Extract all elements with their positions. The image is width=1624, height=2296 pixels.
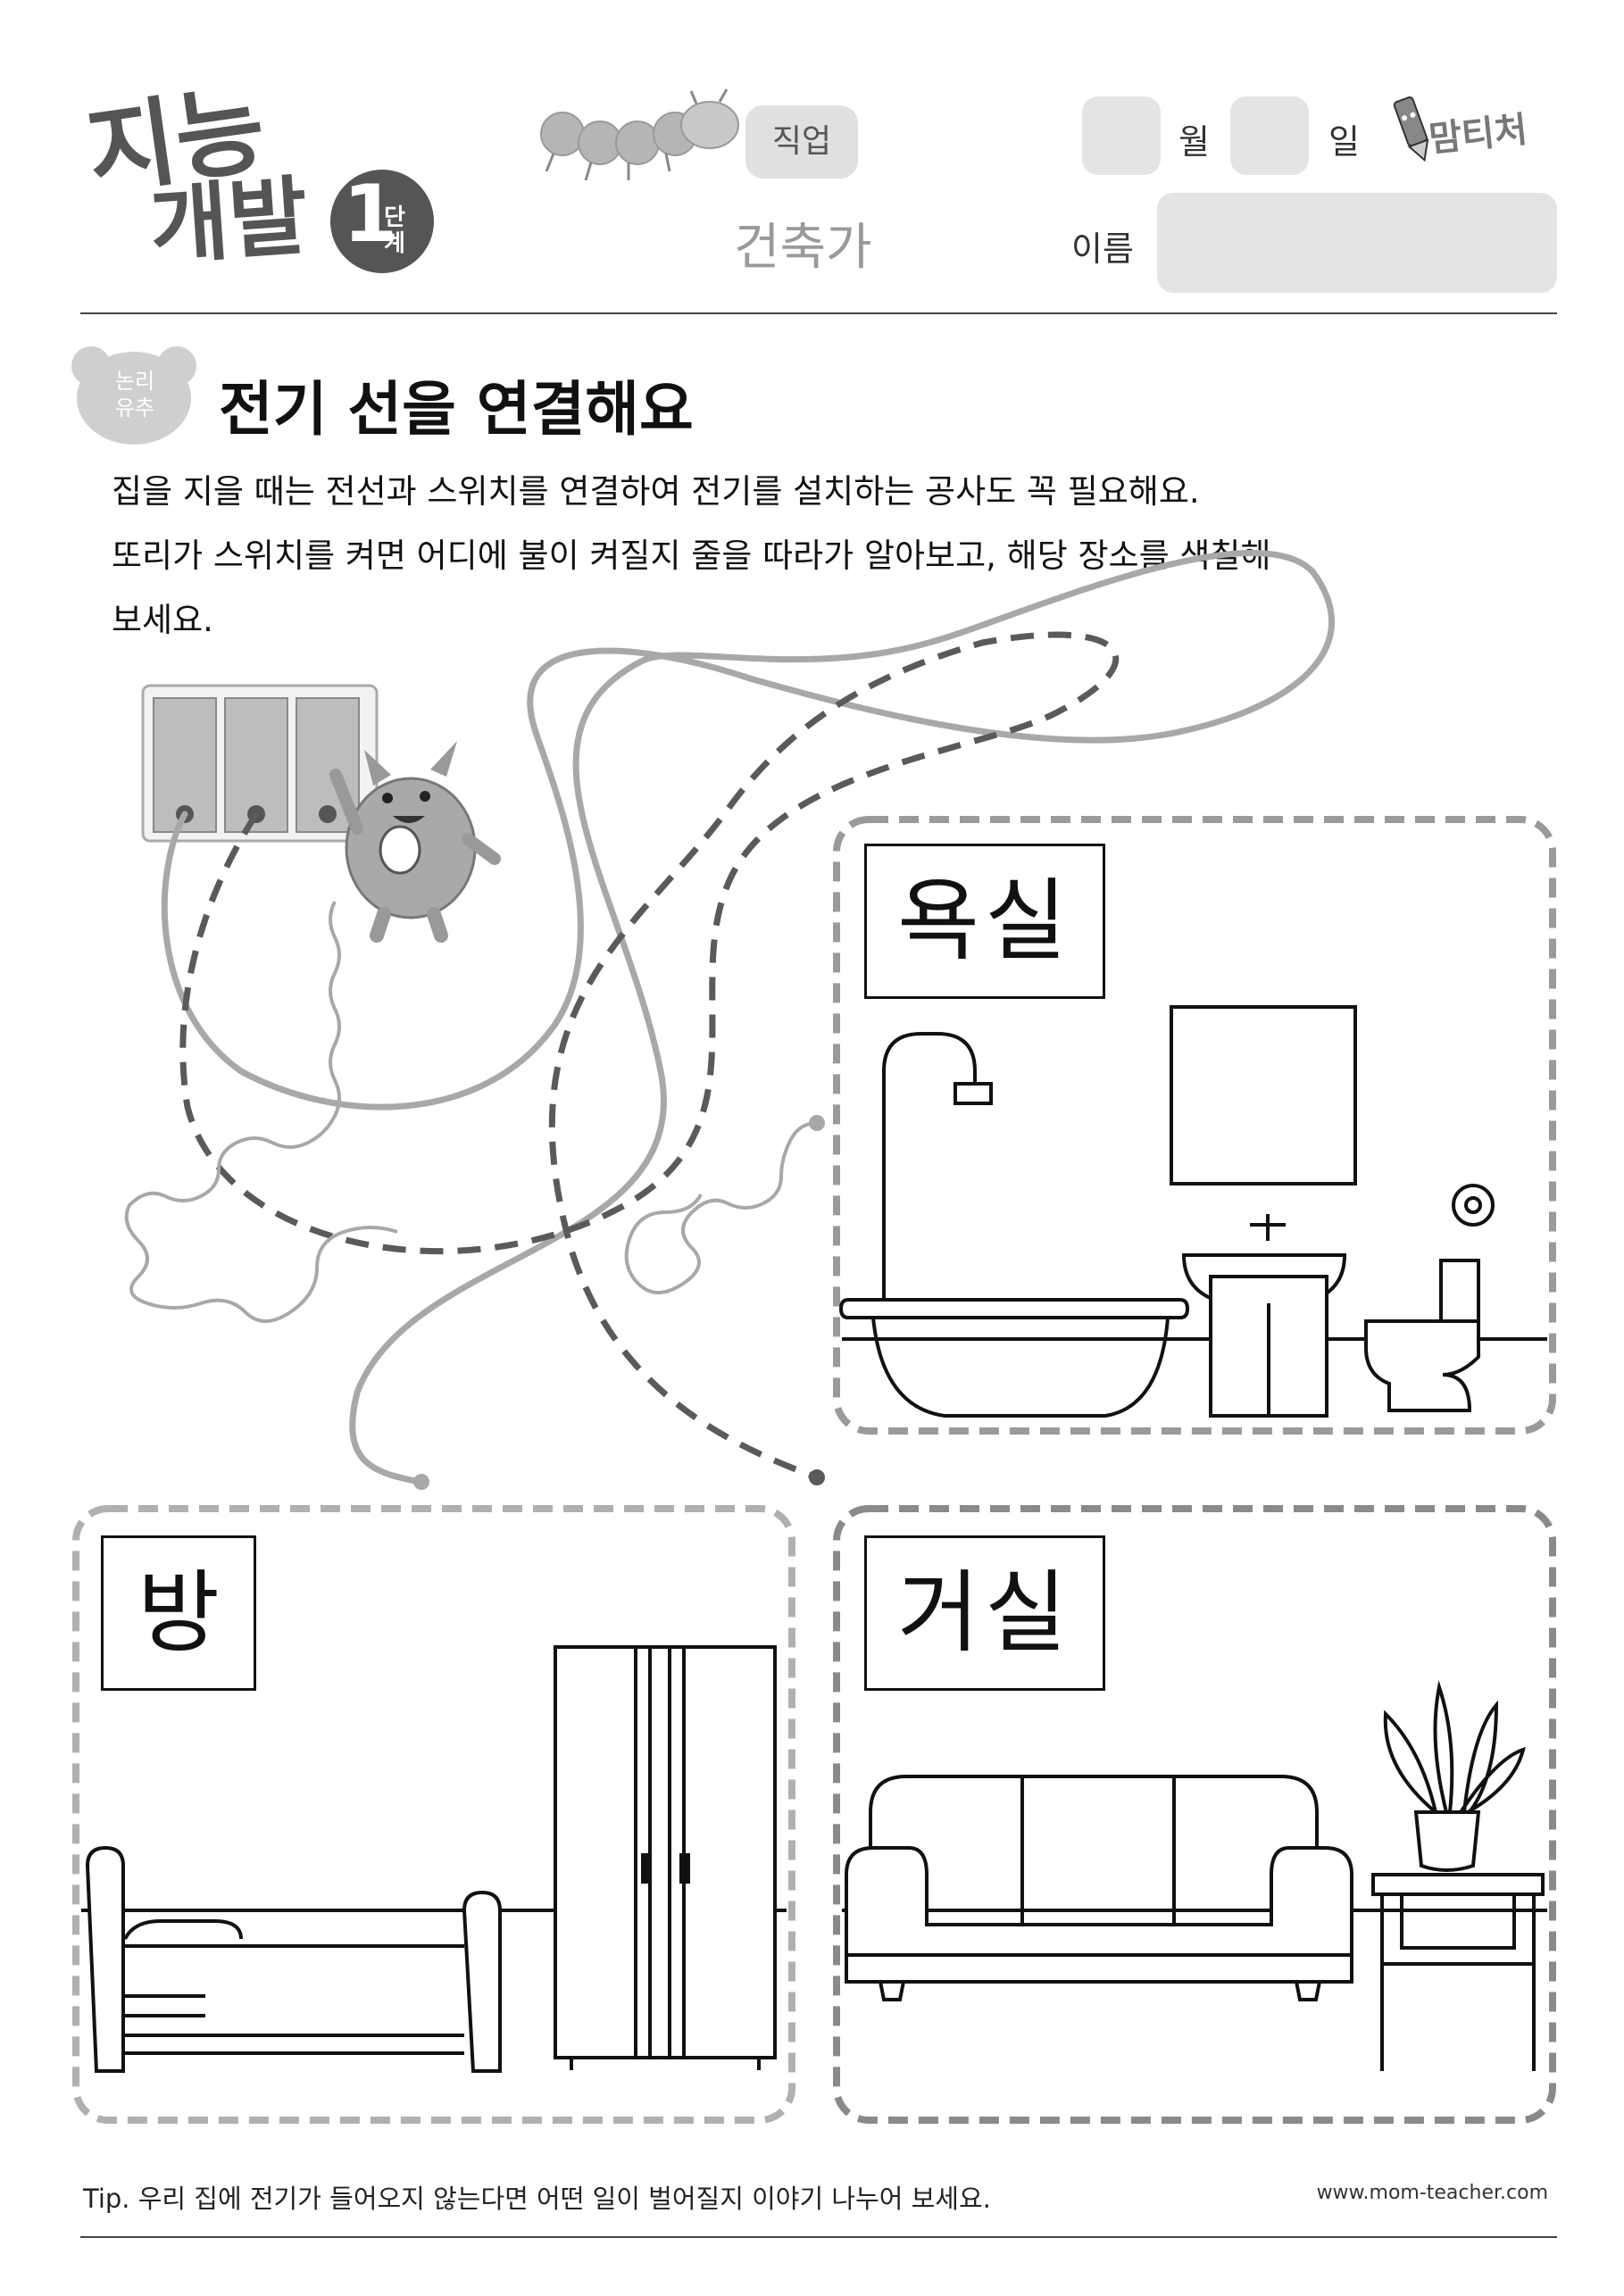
- page-title: 전기 선을 연결해요: [219, 375, 694, 444]
- day-label: 일: [1328, 122, 1360, 162]
- topic-label: 건축가: [734, 219, 872, 277]
- light-switch-icon: [141, 684, 379, 843]
- step-number: 1: [343, 168, 398, 260]
- wire-wavy-2: [624, 1121, 818, 1294]
- bathroom-furniture: [838, 1005, 1547, 1418]
- bathroom-label[interactable]: 욕실: [864, 844, 1105, 999]
- wire-solid-light-1: [161, 550, 1335, 1485]
- name-input[interactable]: [1157, 193, 1557, 293]
- ddori-character-icon: [329, 741, 501, 943]
- instruction-line-2: 또리가 스위치를 켜면 어디에 불이 켜질지 줄을 따라가 알아보고, 해당 장…: [112, 537, 1271, 575]
- step-word: 단계: [384, 204, 405, 257]
- instruction-line-1: 집을 지을 때는 전선과 스위치를 연결하여 전기를 설치하는 공사도 꼭 필요…: [112, 472, 1200, 511]
- wire-wavy-1: [124, 901, 398, 1323]
- badge-line2: 유추: [114, 395, 155, 420]
- living-room-panel: [833, 1505, 1556, 2124]
- day-input[interactable]: [1230, 96, 1309, 175]
- footer-url: www.mom-teacher.com: [1316, 2182, 1548, 2204]
- instruction-line-3: 보세요.: [112, 601, 213, 639]
- footer-divider: [80, 2236, 1557, 2238]
- section-badge: 논리 유추: [76, 348, 194, 446]
- month-input[interactable]: [1082, 96, 1161, 175]
- bathroom-panel: [833, 816, 1556, 1435]
- month-label: 월: [1178, 122, 1210, 162]
- bedroom-furniture: [81, 1645, 787, 2073]
- name-label: 이름: [1071, 229, 1134, 269]
- bedroom-panel: [72, 1505, 795, 2124]
- step-badge: 1 단계: [330, 170, 434, 273]
- header-divider: [80, 312, 1557, 314]
- living-room-label[interactable]: 거실: [864, 1535, 1105, 1691]
- footer-tip: Tip. 우리 집에 전기가 들어오지 않는다면 어떤 일이 벌어질지 이야기 …: [83, 2184, 991, 2214]
- bedroom-label[interactable]: 방: [101, 1535, 256, 1691]
- living-room-furniture: [842, 1680, 1547, 2071]
- badge-line1: 논리: [114, 369, 155, 394]
- category-label: 직업: [745, 105, 858, 179]
